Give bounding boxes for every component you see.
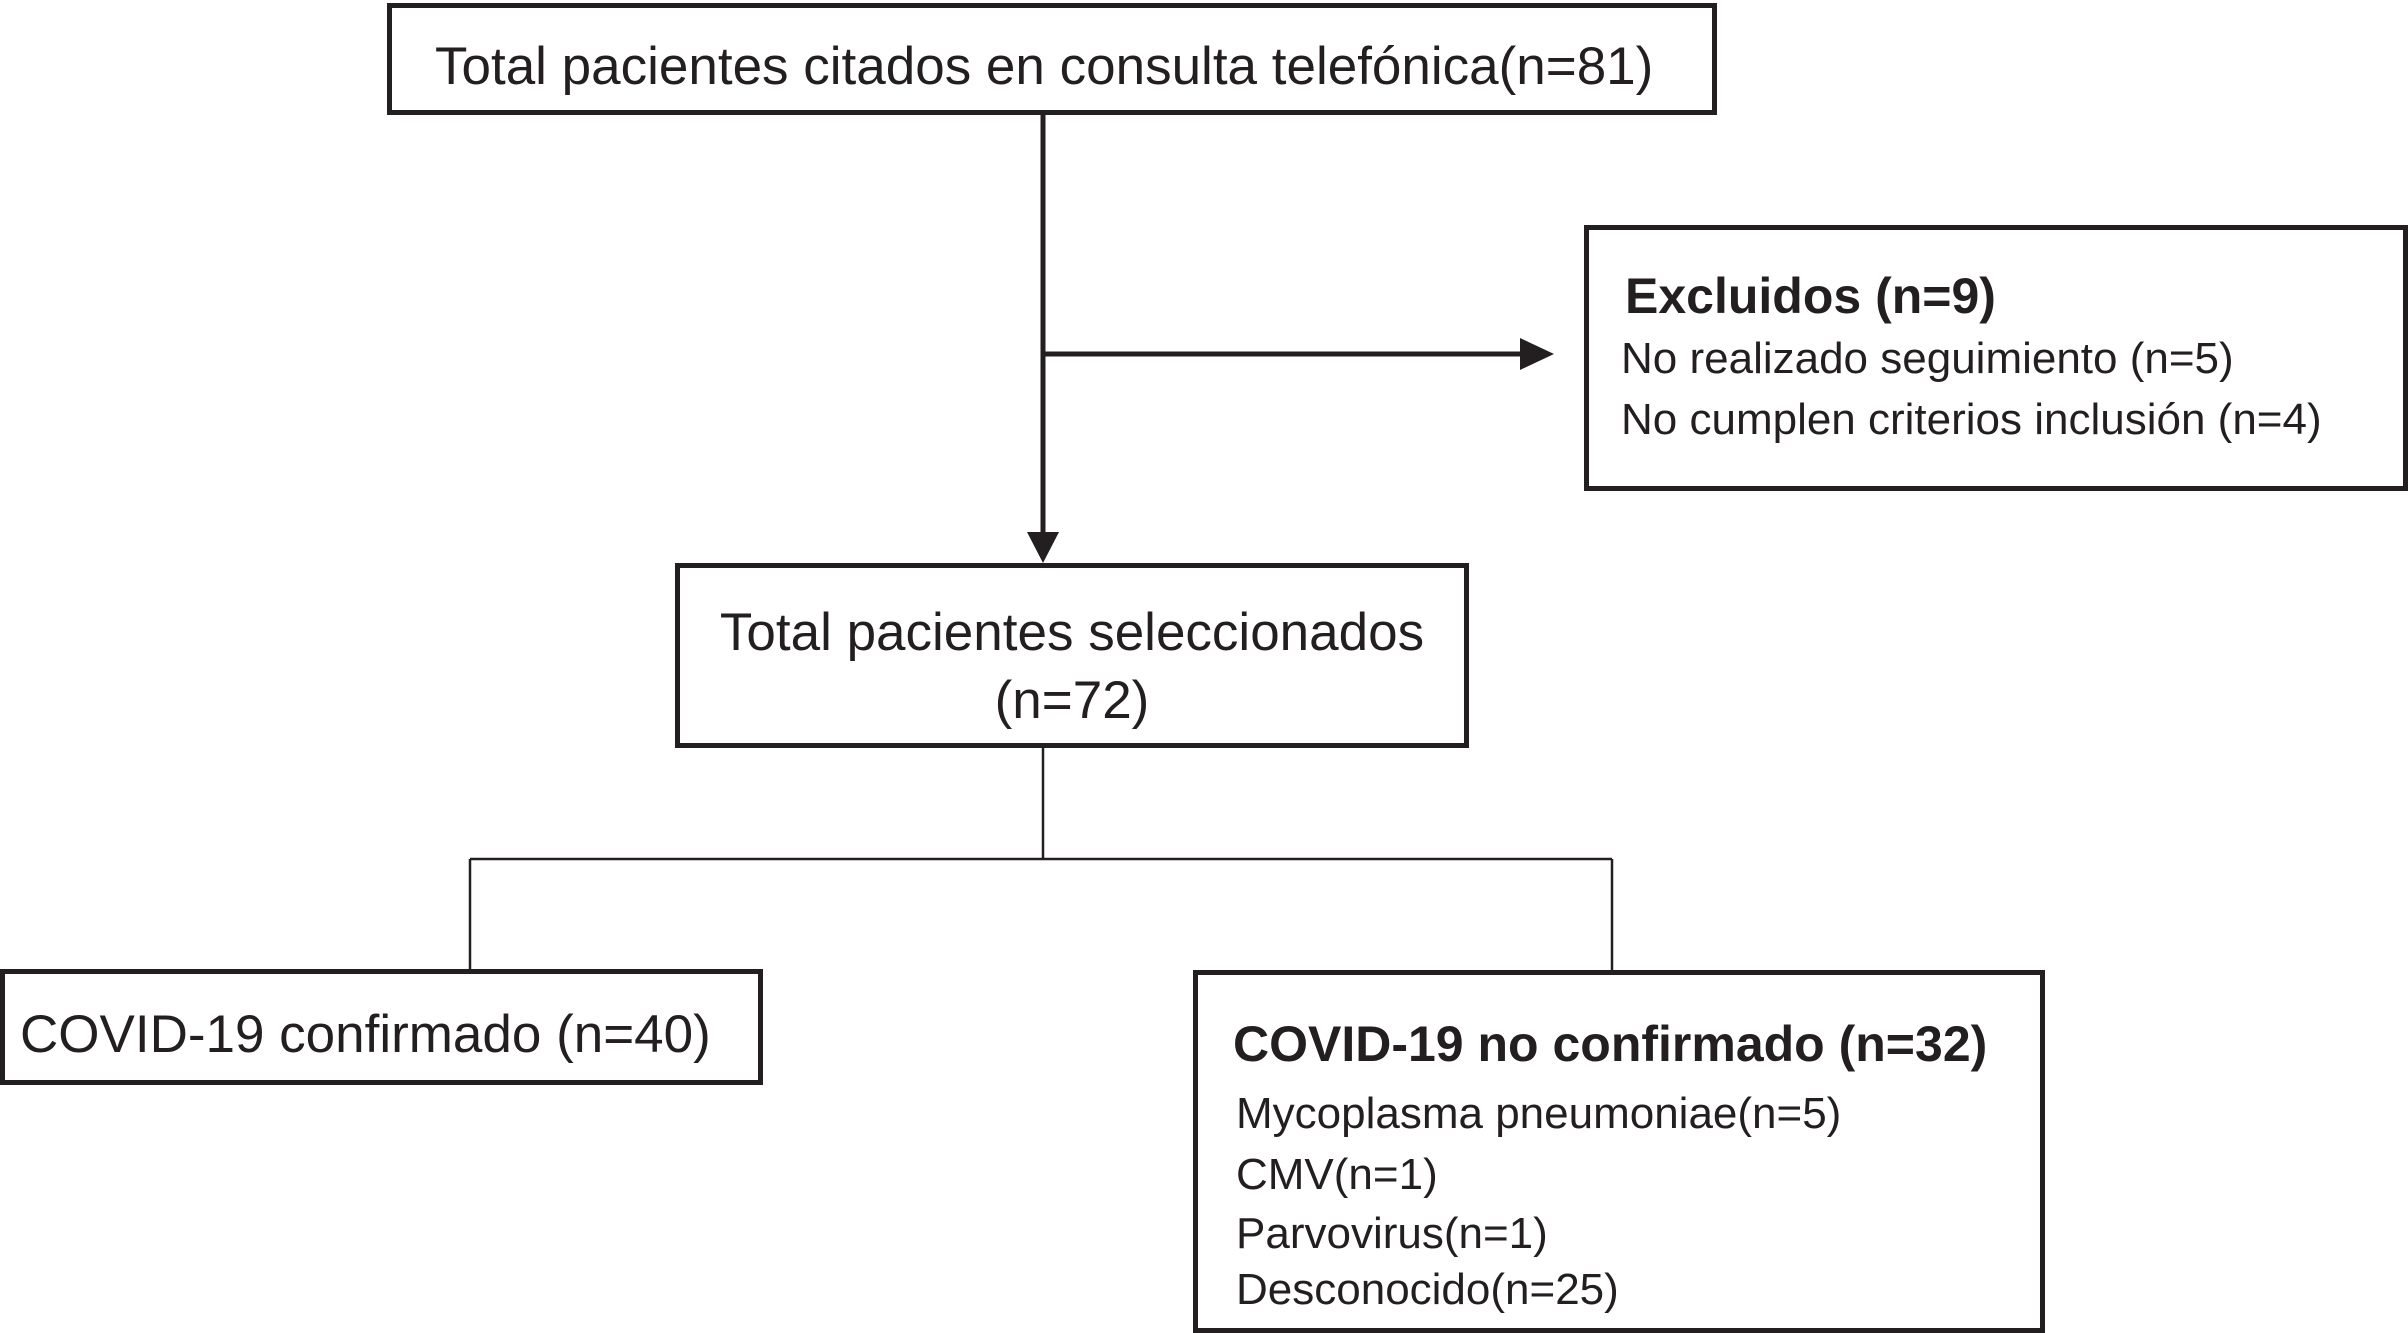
excluded-title: Excluidos (n=9) [1625, 268, 1996, 324]
not-confirmed-item: Mycoplasma pneumoniae(n=5) [1236, 1089, 1842, 1138]
total-patients-label: Total pacientes citados en consulta tele… [435, 37, 1654, 96]
down-arrowhead [1027, 532, 1059, 563]
selected-patients-count: (n=72) [994, 671, 1150, 730]
covid-confirmed-label: COVID-19 confirmado (n=40) [20, 1005, 711, 1064]
not-confirmed-item: Desconocido(n=25) [1236, 1265, 1619, 1314]
selected-patients-label: Total pacientes seleccionados [719, 603, 1425, 662]
total-patients-box: Total pacientes citados en consulta tele… [387, 3, 1717, 115]
selected-patients-box: Total pacientes seleccionados (n=72) [675, 563, 1469, 748]
covid-confirmed-box: COVID-19 confirmado (n=40) [0, 969, 763, 1085]
covid-not-confirmed-box: COVID-19 no confirmado (n=32) Mycoplasma… [1193, 970, 2045, 1333]
excluded-item: No realizado seguimiento (n=5) [1621, 334, 2234, 383]
excluded-box: Excluidos (n=9) No realizado seguimiento… [1584, 225, 2408, 491]
covid-not-confirmed-title: COVID-19 no confirmado (n=32) [1233, 1016, 1988, 1072]
not-confirmed-item: Parvovirus(n=1) [1236, 1209, 1548, 1258]
not-confirmed-item: CMV(n=1) [1236, 1150, 1438, 1199]
right-arrowhead [1520, 338, 1554, 370]
excluded-item: No cumplen criterios inclusión (n=4) [1621, 395, 2322, 444]
